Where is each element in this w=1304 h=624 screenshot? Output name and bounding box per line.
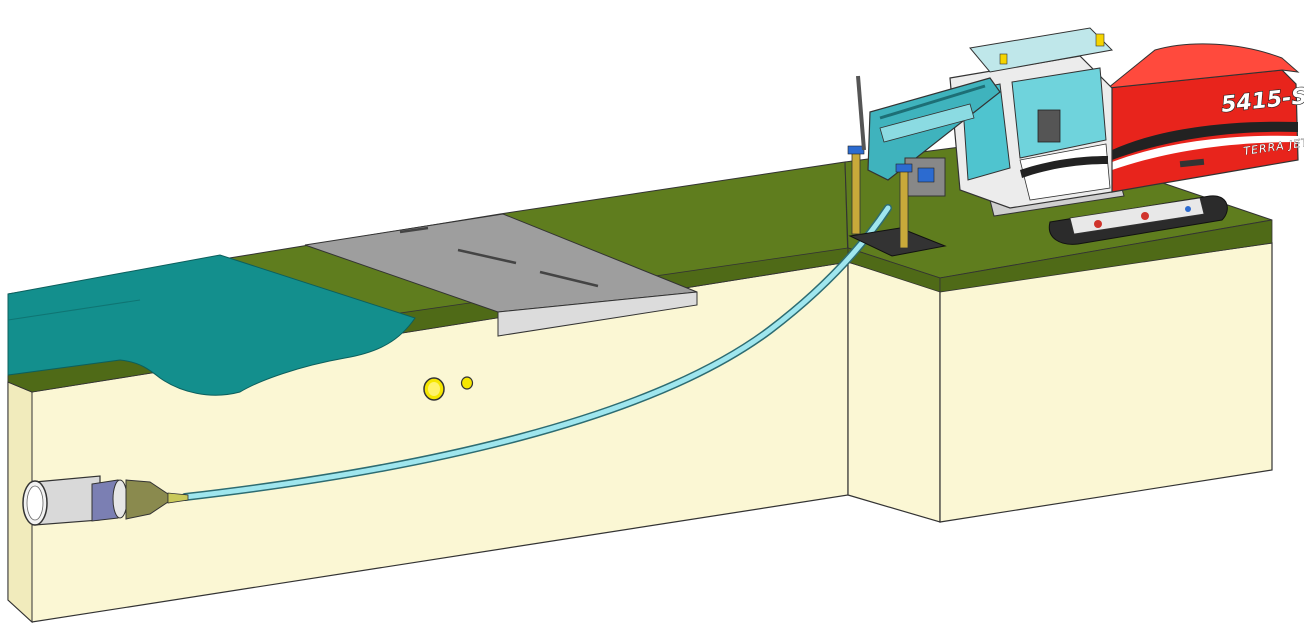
drilling-rig: 5415-S TERRA JET [847, 27, 1304, 257]
utility-pipe-large-inner [428, 382, 440, 396]
upper-soil-front-face [847, 261, 941, 523]
reamer-assembly [22, 475, 189, 526]
drill-rod-stack [879, 103, 975, 143]
swivel-collar [112, 479, 128, 519]
engine-housing-stripe-dark [1112, 121, 1298, 160]
road-front-slab [497, 291, 698, 337]
operator-seat [1037, 109, 1061, 143]
engine-grille [1179, 158, 1205, 168]
crawler-track [1048, 195, 1228, 245]
drill-string [181, 204, 892, 501]
track-wheel [1141, 212, 1149, 220]
stake-post-left [851, 149, 861, 235]
river-front-edge [7, 299, 141, 321]
stake-post-right [899, 167, 909, 249]
vise-base [848, 227, 947, 257]
carriage-motor [917, 167, 935, 183]
engine-housing-stripe-white [1112, 135, 1298, 170]
stake-cap [847, 145, 865, 155]
river-surface [7, 254, 416, 396]
bore-pipe [182, 205, 891, 500]
track-wheel [1185, 206, 1191, 212]
roof-light [1095, 33, 1105, 47]
reamer-tip [167, 492, 189, 504]
drill-rack [867, 77, 1001, 197]
road-marking [457, 248, 517, 265]
utility-pipes [423, 376, 474, 401]
road-marking [539, 270, 599, 288]
stake-cap [895, 163, 913, 173]
swivel [91, 479, 119, 522]
engine-housing: 5415-S TERRA JET [1106, 43, 1304, 193]
track-frame [1069, 197, 1205, 235]
river [7, 254, 416, 396]
ground-block-upper [844, 137, 1273, 523]
product-pipe-inner [26, 485, 44, 521]
front-vise [847, 75, 947, 257]
road [304, 213, 698, 337]
roof-light [999, 53, 1008, 65]
utility-pipe-small [460, 376, 474, 390]
upper-grass-edge-side [939, 219, 1273, 293]
engine-housing-top [1106, 43, 1300, 89]
track-wheel [1094, 220, 1102, 228]
mast-upright [856, 75, 866, 151]
drill-rack-rail [879, 84, 986, 120]
cab-body-stripe [1020, 156, 1108, 178]
road-marking [399, 226, 429, 234]
